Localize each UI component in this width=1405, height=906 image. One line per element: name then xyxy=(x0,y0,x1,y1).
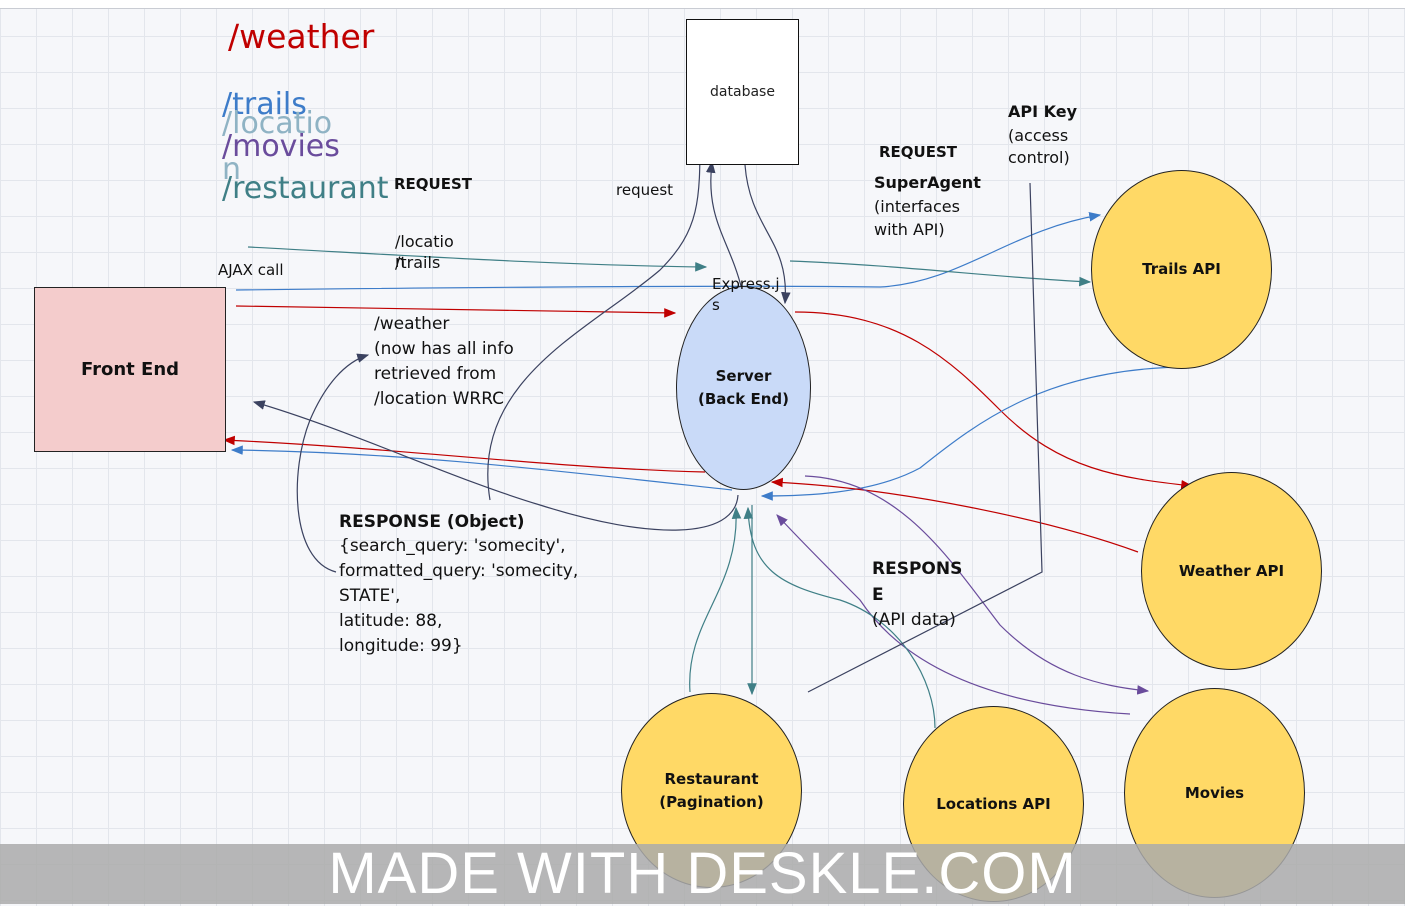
movies-label: Movies xyxy=(1184,783,1245,802)
arrow-restaurant-server xyxy=(689,506,742,693)
arrow-location-response xyxy=(252,400,739,531)
arrow-trails-request xyxy=(235,212,1102,291)
trails-api-node[interactable]: Trails API xyxy=(1091,170,1272,369)
arrow-server-weather xyxy=(794,311,1194,490)
superagent-body: (interfaces with API) xyxy=(874,197,960,239)
database-label: database xyxy=(710,84,775,100)
locations-api-label: Locations API xyxy=(936,794,1051,813)
arrow-db-query xyxy=(705,160,743,291)
arrow-server-movies xyxy=(804,475,1150,695)
top-toolbar-edge xyxy=(0,0,1405,9)
front-end-label: Front End xyxy=(80,359,180,380)
arrow-trails-server xyxy=(760,366,1191,501)
arrow-server-trails xyxy=(789,260,1092,287)
trails-path-label: /trails xyxy=(395,253,441,272)
route-location: /locatio n xyxy=(222,106,333,187)
trails-api-label: Trails API xyxy=(1142,260,1221,278)
weather-api-label: Weather API xyxy=(1178,561,1285,580)
route-restaurant: /restaurant xyxy=(222,171,389,206)
arrow-weather-response xyxy=(222,435,706,473)
server-node[interactable]: Server (Back End) xyxy=(676,286,811,490)
request-left-label: REQUEST xyxy=(394,175,473,193)
arrow-db-request xyxy=(487,133,705,501)
weather-note: /weather (now has all info retrieved fro… xyxy=(374,314,514,409)
location-path-label: /locatio n xyxy=(395,232,454,271)
api-key-line xyxy=(807,182,1043,693)
api-key-body: (access control) xyxy=(1008,126,1070,167)
route-movies: /movies xyxy=(222,129,340,164)
server-label: Server (Back End) xyxy=(697,367,790,408)
ajax-call-label: AJAX call xyxy=(218,261,284,279)
route-trails: /trails xyxy=(222,87,307,122)
response-object-body: {search_query: 'somecity', formatted_que… xyxy=(339,536,579,656)
arrow-weather-note xyxy=(296,353,370,573)
restaurant-label: Restaurant (Pagination) xyxy=(659,769,764,811)
route-weather: /weather xyxy=(228,17,375,56)
superagent-title: SuperAgent xyxy=(874,173,981,192)
request-db-label: request xyxy=(616,181,674,199)
arrow-movies-server xyxy=(776,514,1131,715)
express-label: Express.j s xyxy=(712,275,780,314)
request-right-label: REQUEST xyxy=(879,143,958,161)
arrow-locations-server xyxy=(743,506,936,729)
front-end-node[interactable]: Front End xyxy=(34,287,226,452)
response-right-title: RESPONS E xyxy=(872,559,963,605)
arrow-location-request xyxy=(247,246,708,272)
arrow-db-result xyxy=(744,164,791,305)
arrow-weather-request xyxy=(235,305,677,318)
response-right-body: (API data) xyxy=(872,610,956,630)
weather-api-node[interactable]: Weather API xyxy=(1141,472,1322,670)
arrow-weather-server xyxy=(770,477,1139,553)
database-node[interactable]: database xyxy=(686,19,799,165)
api-key-title: API Key xyxy=(1008,102,1078,121)
watermark-banner: MADE WITH DESKLE.COM xyxy=(0,844,1405,904)
response-object-title: RESPONSE (Object) xyxy=(339,512,525,532)
